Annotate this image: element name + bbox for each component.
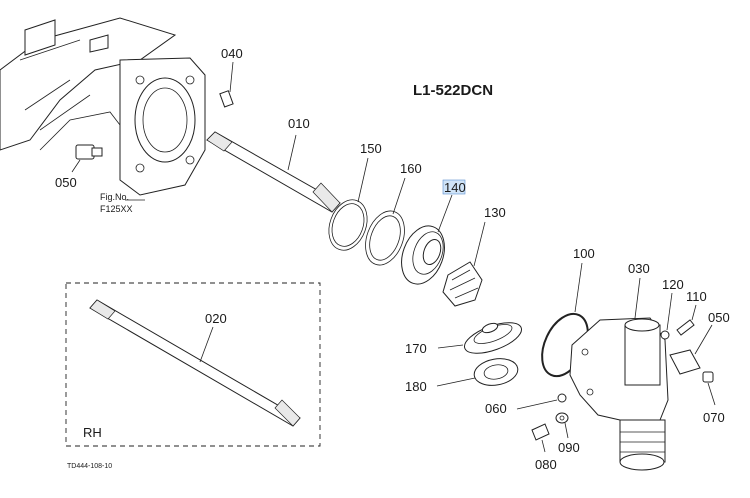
shaft-020: [89, 299, 301, 427]
rh-detail-box: [65, 282, 321, 447]
diagram-title: L1-522DCN: [413, 82, 493, 99]
callout-050-left: 050: [55, 175, 77, 190]
bolt-050-right: [669, 324, 713, 375]
callout-150: 150: [360, 141, 382, 156]
callout-060: 060: [485, 401, 507, 416]
callout-110: 110: [686, 289, 707, 304]
axle-housing: [0, 17, 206, 196]
bolt-050-left: [71, 144, 103, 173]
fig-label-line1: Fig.No.: [100, 192, 129, 202]
plug-070: [702, 371, 716, 406]
ring-160: [365, 177, 406, 266]
bolt-110: [676, 304, 697, 336]
callout-100: 100: [573, 246, 595, 261]
callout-130: 130: [484, 205, 506, 220]
callout-070: 070: [703, 410, 725, 425]
bearing-140: [401, 194, 453, 285]
bevel-gear-130: [442, 221, 486, 307]
bearing-180: [436, 358, 519, 387]
nut-120: [660, 292, 673, 340]
callout-080: 080: [535, 457, 557, 472]
callout-010: 010: [288, 116, 310, 131]
gear-case-030: [569, 277, 669, 471]
callout-030: 030: [628, 261, 650, 276]
callout-040: 040: [221, 46, 243, 61]
callout-170: 170: [405, 341, 427, 356]
shaft-010: [206, 131, 341, 213]
plug-080: [531, 423, 550, 453]
callout-160: 160: [400, 161, 422, 176]
callout-180: 180: [405, 379, 427, 394]
plug-060: [516, 393, 567, 410]
fig-label-line2: F125XX: [100, 204, 133, 214]
bevel-gear-170: [437, 322, 522, 354]
washer-090: [555, 412, 569, 439]
callout-090: 090: [558, 440, 580, 455]
highlight-140: [442, 179, 466, 195]
reference-code: TD444-108-10: [67, 463, 112, 470]
callout-120: 120: [662, 277, 684, 292]
callout-050-right: 050: [708, 310, 730, 325]
snap-ring-150: [328, 157, 369, 251]
callout-140: 140: [444, 180, 466, 195]
pin-040: [219, 61, 234, 108]
rh-label: RH: [83, 425, 102, 440]
callout-020: 020: [205, 311, 227, 326]
